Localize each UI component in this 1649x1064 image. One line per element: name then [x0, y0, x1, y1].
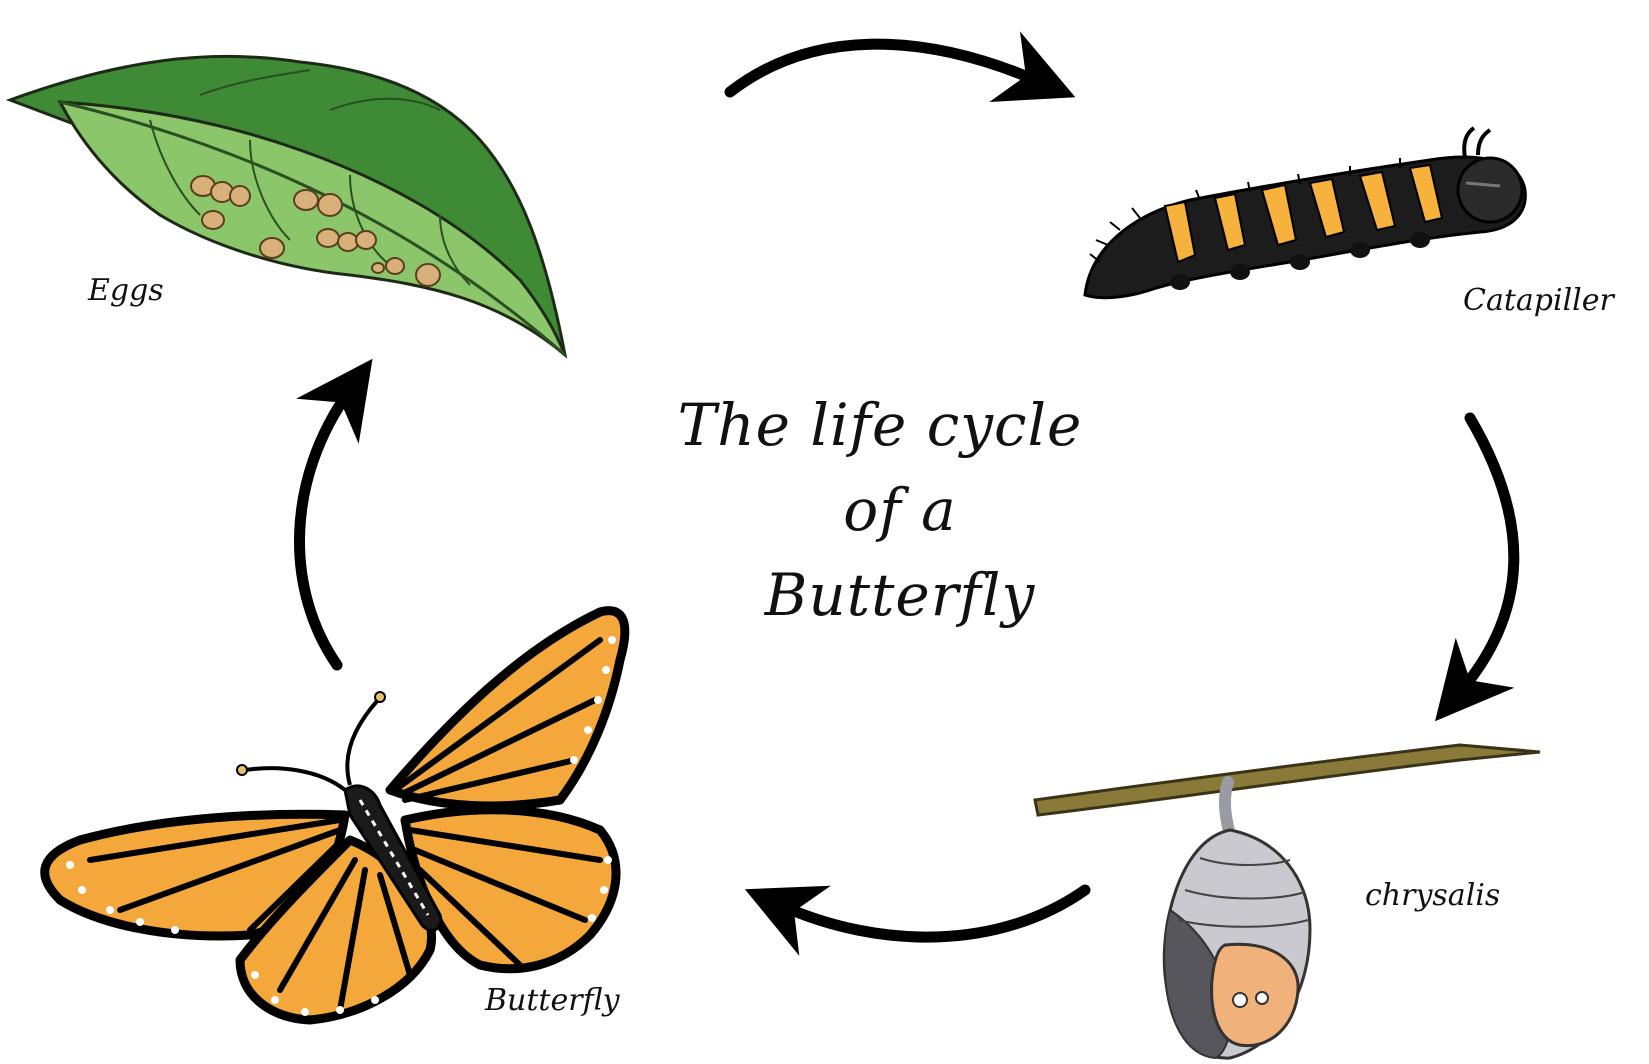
stage-label-caterpillar: Catapiller — [1463, 283, 1616, 318]
title-line-1: The life cycle — [678, 391, 1083, 459]
stage-label-chrysalis: chrysalis — [1365, 878, 1500, 913]
arrow-caterpillar-to-chrysalis-icon — [1460, 418, 1514, 692]
stage-label-eggs: Eggs — [87, 273, 164, 308]
chrysalis-icon: chrysalis — [1035, 745, 1540, 1058]
arrow-eggs-to-caterpillar-icon — [730, 44, 1040, 92]
title-line-3: Butterfly — [764, 561, 1036, 629]
arrow-chrysalis-to-butterfly-icon — [780, 890, 1085, 937]
title-line-2: of a — [843, 476, 956, 544]
arrow-butterfly-to-eggs-icon — [299, 390, 350, 665]
caterpillar-icon: Catapiller — [1085, 128, 1616, 318]
butterfly-icon: Butterfly — [45, 611, 625, 1020]
leaf-with-eggs-icon: Eggs — [10, 56, 565, 355]
diagram-title: The life cycle of a Butterfly — [678, 391, 1083, 629]
stage-label-butterfly: Butterfly — [484, 983, 621, 1018]
